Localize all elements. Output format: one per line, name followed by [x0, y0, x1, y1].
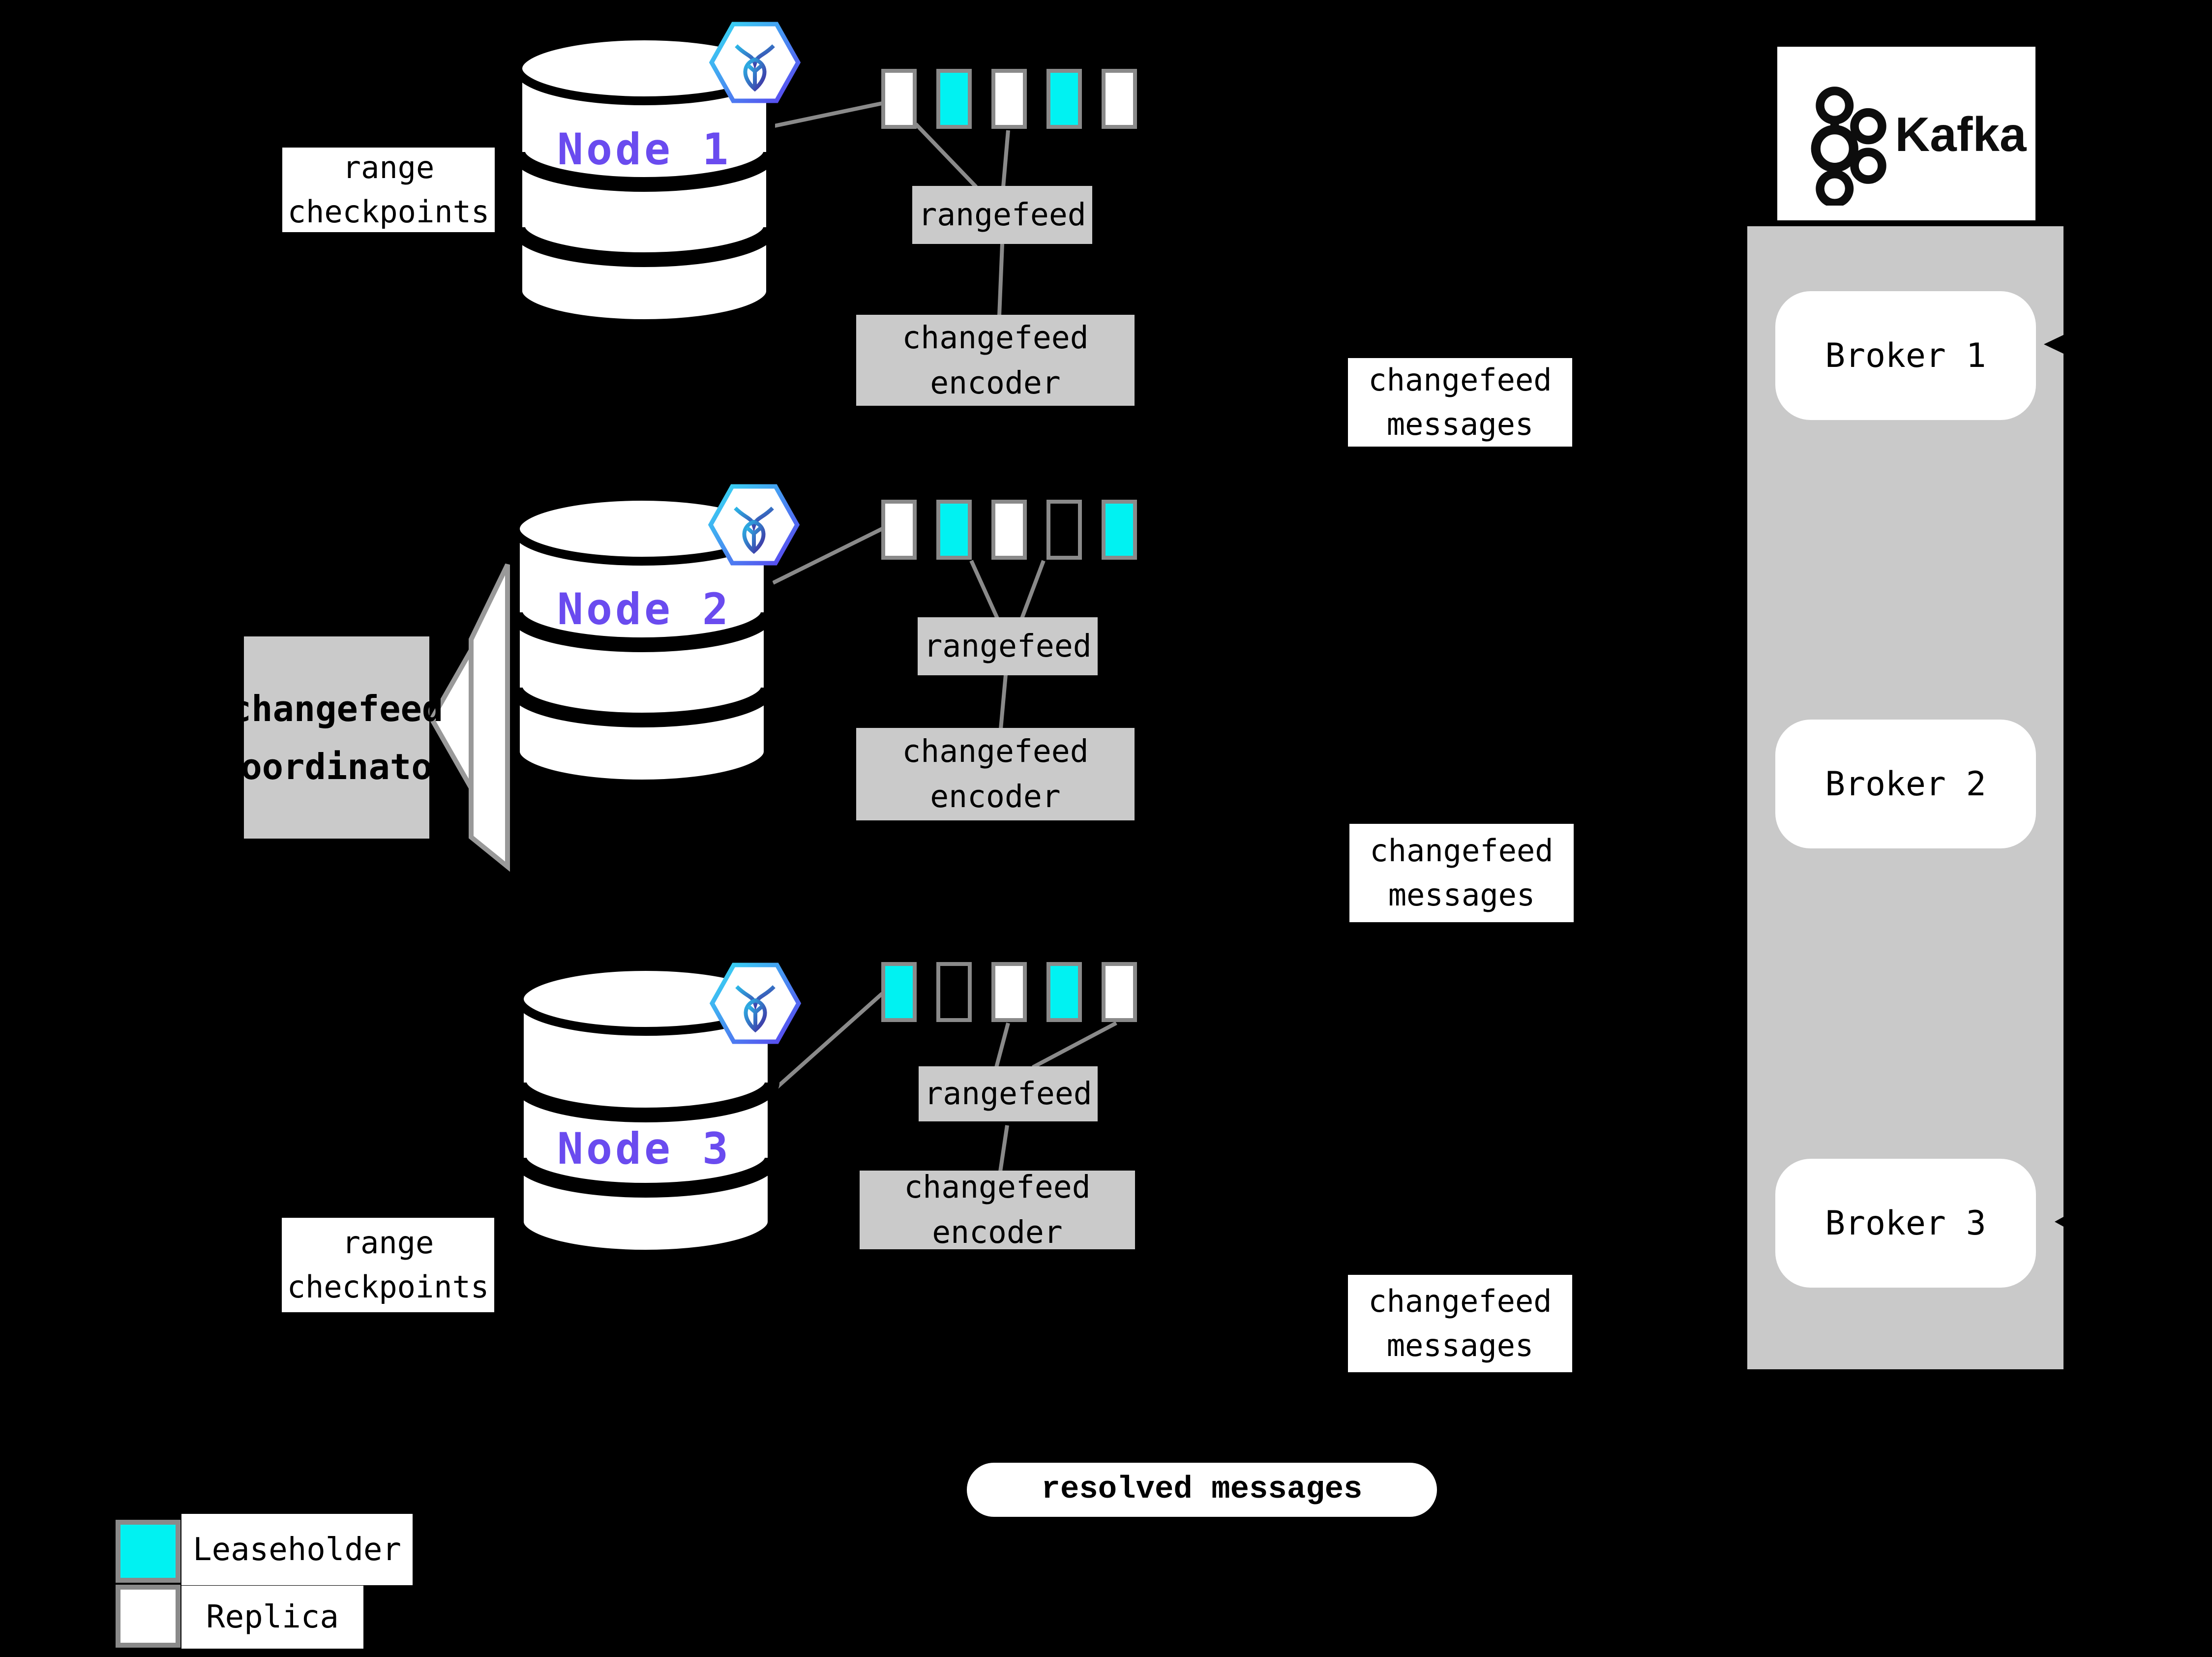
legend-leaseholder-label: Leaseholder [181, 1514, 413, 1585]
node2-changefeed-encoder-box: changefeed encoder [856, 728, 1135, 820]
encoder-line2: encoder [930, 364, 1061, 401]
node2-cockroachdb-badge-icon [711, 486, 797, 563]
messages1-line1: changefeed [1368, 362, 1552, 398]
range-checkpoints-label-top: range checkpoints [282, 148, 495, 232]
messages2-line1: changefeed [1370, 833, 1554, 869]
kafka-logo-box: Kafka [1777, 47, 2035, 220]
resolved-messages-pill: resolved messages [967, 1463, 1437, 1517]
node3-range-square-5 [1102, 962, 1137, 1022]
node2-range-square-5 [1102, 500, 1137, 560]
node1-title: Node 1 [557, 123, 731, 175]
node1-range-square-3 [991, 69, 1027, 129]
broker-2: Broker 2 [1775, 720, 2036, 848]
node1-cockroachdb-badge-icon [712, 24, 798, 101]
node3-range-square-4 [1046, 962, 1082, 1022]
messages2-line2: messages [1388, 877, 1535, 913]
messages3-line1: changefeed [1368, 1283, 1552, 1319]
node3-range-square-3 [991, 962, 1027, 1022]
node1-connector-lines [769, 101, 1010, 316]
encoder-line2: encoder [930, 779, 1061, 814]
node3-range-square-2 [936, 962, 972, 1022]
coordinator-line1: changefeed [230, 688, 444, 729]
node1-changefeed-encoder-box: changefeed encoder [856, 315, 1135, 406]
legend-replica-swatch [116, 1585, 180, 1648]
node3-changefeed-encoder-box: changefeed encoder [860, 1169, 1135, 1250]
node3-title: Node 3 [557, 1123, 731, 1174]
kafka-wordmark: Kafka [1895, 107, 2027, 161]
range-checkpoints-line1: range [342, 150, 435, 185]
encoder-line1: changefeed [904, 1169, 1091, 1205]
node2-title: Node 2 [557, 583, 731, 634]
node1-range-square-2 [936, 69, 972, 129]
node3-rangefeed-box: rangefeed [919, 1066, 1098, 1121]
coordinator-callout-flag [429, 563, 510, 872]
node3-cockroachdb-badge-icon [712, 965, 799, 1042]
legend-leaseholder-swatch [116, 1520, 180, 1583]
broker-3: Broker 3 [1775, 1159, 2036, 1288]
node2-range-square-3 [991, 500, 1027, 560]
range-checkpoints-line2: checkpoints [287, 1269, 489, 1305]
node1-range-square-4 [1046, 69, 1082, 129]
replica-text: Replica [206, 1599, 339, 1635]
rangefeed-label: rangefeed [924, 1076, 1092, 1112]
range-checkpoints-label-bottom: range checkpoints [282, 1218, 494, 1312]
encoder-line1: changefeed [902, 319, 1089, 356]
changefeed-messages-label-3: changefeed messages [1348, 1275, 1572, 1372]
rangefeed-label: rangefeed [918, 197, 1086, 233]
legend-replica-label: Replica [181, 1586, 363, 1649]
changefeed-messages-label-2: changefeed messages [1349, 824, 1574, 922]
encoder-line2: encoder [932, 1214, 1063, 1250]
resolved-messages-label: resolved messages [1041, 1472, 1363, 1507]
node2-range-square-2 [936, 500, 972, 560]
changefeed-messages-label-1: changefeed messages [1348, 358, 1572, 447]
node3-range-square-1 [881, 962, 917, 1022]
rangefeed-label: rangefeed [924, 628, 1092, 664]
messages1-line2: messages [1386, 406, 1534, 442]
broker1-arrowhead-icon [2044, 334, 2064, 354]
kafka-logo-icon [1811, 87, 1886, 206]
changefeed-coordinator-box: changefeed coordinator [219, 636, 454, 839]
coordinator-line2: coordinator [219, 746, 454, 787]
node2-range-square-4 [1046, 500, 1082, 560]
range-checkpoints-line1: range [342, 1225, 434, 1261]
broker3-arrowhead-icon [2055, 1216, 2064, 1227]
node2-connector-lines [772, 527, 1046, 729]
node1-rangefeed-box: rangefeed [912, 186, 1092, 244]
range-checkpoints-line2: checkpoints [287, 194, 490, 230]
messages3-line2: messages [1386, 1327, 1534, 1363]
leaseholder-text: Leaseholder [193, 1531, 401, 1568]
node1-range-square-1 [881, 69, 917, 129]
node2-range-square-1 [881, 500, 917, 560]
broker-1: Broker 1 [1775, 291, 2036, 420]
encoder-line1: changefeed [902, 733, 1089, 769]
node3-connector-lines [773, 992, 1117, 1172]
node2-rangefeed-box: rangefeed [918, 617, 1098, 675]
node1-range-square-5 [1102, 69, 1137, 129]
